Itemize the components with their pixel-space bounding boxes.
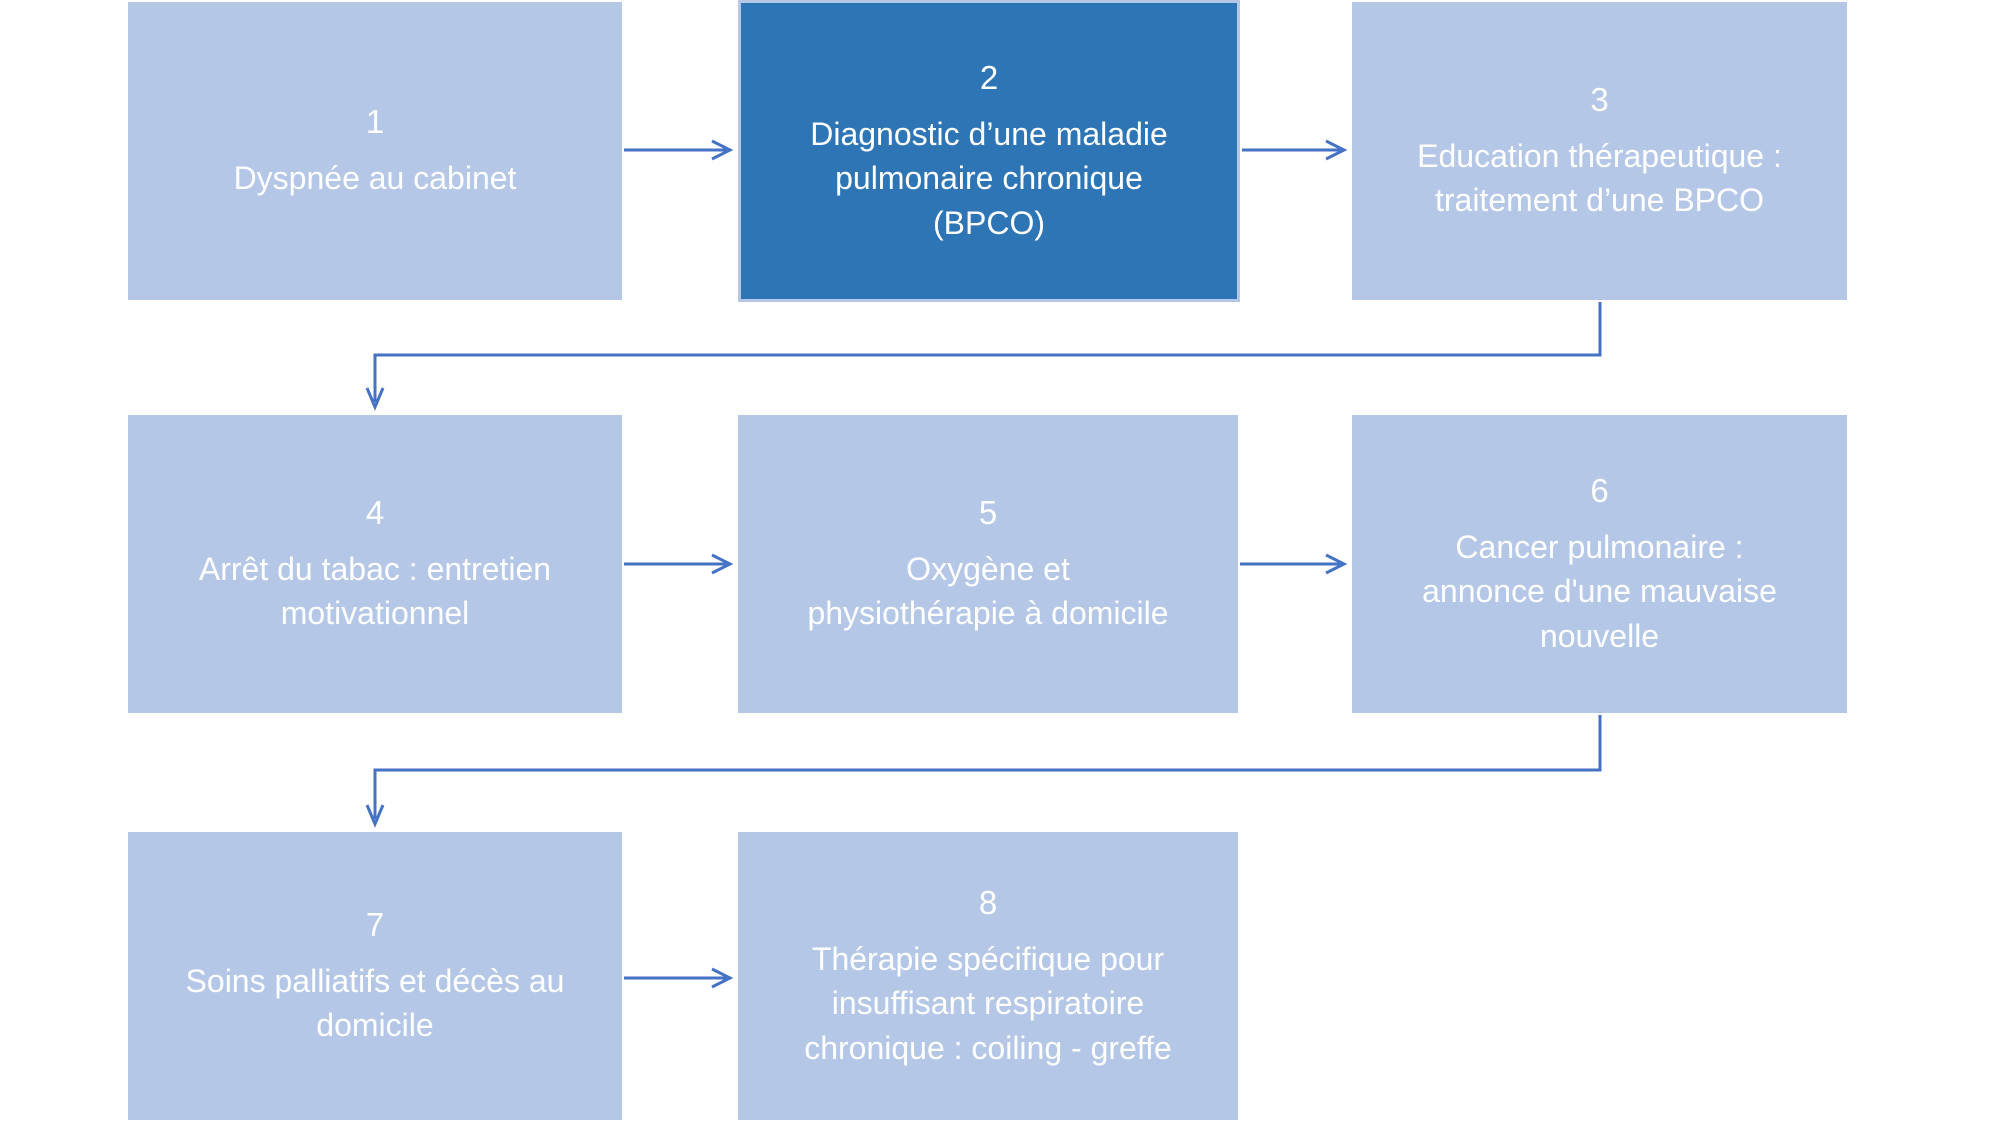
step-5-label: Oxygène et physiothérapie à domicile <box>807 551 1169 632</box>
step-7-number: 7 <box>365 906 385 944</box>
step-2-number: 2 <box>979 59 999 97</box>
arrow-7-8 <box>624 967 734 989</box>
step-8-number: 8 <box>978 884 998 922</box>
arrow-1-2 <box>624 139 734 161</box>
step-1-number: 1 <box>365 103 385 141</box>
step-5-number: 5 <box>978 494 998 532</box>
step-6-label: Cancer pulmonaire : annonce d'une mauvai… <box>1422 529 1777 654</box>
step-4-label: Arrêt du tabac : entretien motivationnel <box>198 551 552 632</box>
step-7-label: Soins palliatifs et décès au domicile <box>185 963 565 1044</box>
step-box-4: 4 Arrêt du tabac : entretien motivationn… <box>128 415 622 713</box>
step-box-2-highlighted: 2 Diagnostic d’une maladie pulmonaire ch… <box>738 0 1240 302</box>
step-box-1: 1 Dyspnée au cabinet <box>128 2 622 300</box>
step-6-number: 6 <box>1590 472 1609 510</box>
step-box-5: 5 Oxygène et physiothérapie à domicile <box>738 415 1238 713</box>
step-3-number: 3 <box>1590 81 1609 119</box>
connector-3-4 <box>365 302 1602 411</box>
step-box-7: 7 Soins palliatifs et décès au domicile <box>128 832 622 1120</box>
step-box-6: 6 Cancer pulmonaire : annonce d'une mauv… <box>1352 415 1847 713</box>
step-8-label: Thérapie spécifique pour insuffisant res… <box>804 941 1172 1066</box>
step-1-label: Dyspnée au cabinet <box>233 160 517 197</box>
connector-6-7 <box>365 715 1602 828</box>
arrow-5-6 <box>1240 553 1348 575</box>
step-2-label: Diagnostic d’une maladie pulmonaire chro… <box>810 116 1168 241</box>
arrow-2-3 <box>1242 139 1348 161</box>
arrow-4-5 <box>624 553 734 575</box>
step-box-8: 8 Thérapie spécifique pour insuffisant r… <box>738 832 1238 1120</box>
step-3-label: Education thérapeutique : traitement d’u… <box>1417 138 1782 219</box>
step-4-number: 4 <box>365 494 385 532</box>
step-box-3: 3 Education thérapeutique : traitement d… <box>1352 2 1847 300</box>
